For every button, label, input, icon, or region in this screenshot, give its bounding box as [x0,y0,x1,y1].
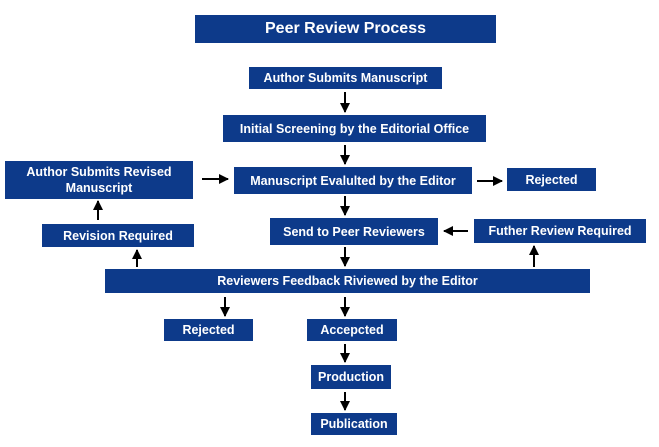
send-to-peer-node: Send to Peer Reviewers [270,218,438,245]
further-review-node: Futher Review Required [474,219,646,243]
rejected-top-node: Rejected [507,168,596,191]
manuscript-evaluated-node: Manuscript Evalulted by the Editor [234,167,472,194]
revision-required-node: Revision Required [42,224,194,247]
author-submits-node: Author Submits Manuscript [249,67,442,89]
page-title: Peer Review Process [195,15,496,43]
rejected-bottom-node: Rejected [164,319,253,341]
author-submits-revised-node: Author Submits Revised Manuscript [5,161,193,199]
publication-node: Publication [311,413,397,435]
production-node: Production [311,365,391,389]
reviewers-feedback-node: Reviewers Feedback Riviewed by the Edito… [105,269,590,293]
accepted-node: Accepcted [307,319,397,341]
initial-screening-node: Initial Screening by the Editorial Offic… [223,115,486,142]
